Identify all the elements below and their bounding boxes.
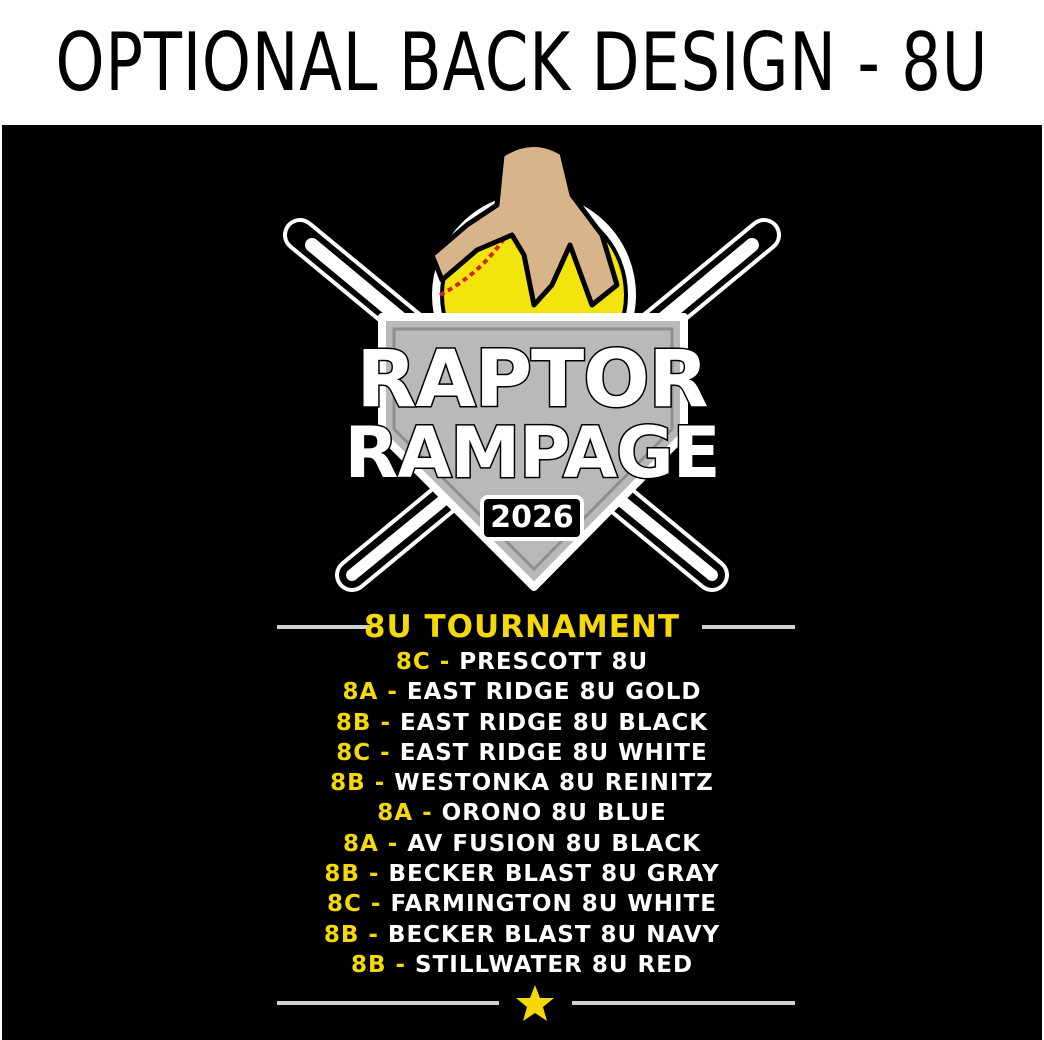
list-item: 8A - EAST RIDGE 8U GOLD [2, 677, 1042, 707]
team-code: 8C [395, 649, 431, 675]
list-item: 8A - ORONO 8U BLUE [2, 798, 1042, 828]
team-name: EAST RIDGE 8U GOLD [406, 679, 702, 706]
team-separator: - [371, 739, 400, 766]
team-code: 8C [336, 739, 372, 766]
logo-text-line2: RAMPAGE [343, 412, 722, 494]
list-item: 8B - STILLWATER 8U RED [2, 950, 1042, 980]
list-item: 8B - BECKER BLAST 8U GRAY [2, 859, 1042, 889]
team-name: WESTONKA 8U REINITZ [394, 770, 714, 797]
list-item: 8C - FARMINGTON 8U WHITE [2, 889, 1042, 919]
team-code: 8A [377, 800, 414, 827]
footer-divider-right [572, 1001, 795, 1005]
team-separator: - [371, 709, 400, 736]
list-item: 8B - BECKER BLAST 8U NAVY [2, 920, 1042, 950]
page-title: OPTIONAL BACK DESIGN - 8U [55, 15, 989, 109]
team-separator: - [413, 800, 442, 827]
header: OPTIONAL BACK DESIGN - 8U [0, 0, 1044, 125]
team-name: BECKER BLAST 8U GRAY [388, 861, 720, 888]
divider-left [277, 625, 369, 629]
team-code: 8A [342, 679, 379, 706]
claw-icon [429, 142, 620, 308]
list-item: 8C - EAST RIDGE 8U WHITE [2, 738, 1042, 768]
team-separator: - [378, 679, 407, 706]
team-name: EAST RIDGE 8U WHITE [399, 739, 708, 766]
team-name: FARMINGTON 8U WHITE [390, 891, 717, 918]
team-code: 8B [324, 861, 360, 888]
team-name: ORONO 8U BLUE [441, 800, 667, 827]
home-plate-shape [378, 313, 688, 591]
team-name: AV FUSION 8U BLACK [407, 830, 702, 857]
team-separator: - [359, 921, 388, 948]
team-separator: - [386, 951, 416, 978]
team-code: 8A [342, 830, 379, 857]
team-separator: - [430, 649, 460, 675]
team-code: 8B [350, 951, 387, 978]
list-item: 8B - EAST RIDGE 8U BLACK [2, 708, 1042, 738]
design-panel: RAPTOR RAMPAGE 2026 8U TOURNAMENT 8C - P… [2, 125, 1042, 1040]
team-separator: - [361, 891, 391, 918]
logo-year: 2026 [490, 500, 574, 535]
tournament-title: 8U TOURNAMENT [363, 609, 681, 645]
team-code: 8B [323, 921, 360, 948]
list-item: 8C - PRESCOTT 8U [2, 647, 1042, 677]
team-separator: - [365, 770, 395, 797]
team-code: 8C [327, 891, 362, 918]
divider-right [702, 625, 795, 629]
footer-divider-left [277, 1001, 499, 1005]
team-name: EAST RIDGE 8U BLACK [400, 709, 709, 736]
star-icon [516, 985, 554, 1021]
logo-year-badge: 2026 [480, 495, 584, 541]
team-name: STILLWATER 8U RED [415, 951, 694, 978]
team-separator: - [359, 861, 389, 888]
team-name: BECKER BLAST 8U NAVY [387, 921, 721, 948]
footer-row [2, 983, 1042, 1023]
team-separator: - [378, 830, 408, 857]
team-name: PRESCOTT 8U [459, 649, 649, 675]
softball-claw-bats-icon [283, 142, 781, 592]
raptor-rampage-logo [272, 135, 792, 605]
tournament-title-row: 8U TOURNAMENT [2, 609, 1042, 645]
list-item: 8B - WESTONKA 8U REINITZ [2, 768, 1042, 798]
list-item: 8A - AV FUSION 8U BLACK [2, 829, 1042, 859]
team-code: 8B [330, 770, 366, 797]
logo-text-line1: RAPTOR [355, 335, 710, 425]
team-code: 8B [335, 709, 372, 736]
